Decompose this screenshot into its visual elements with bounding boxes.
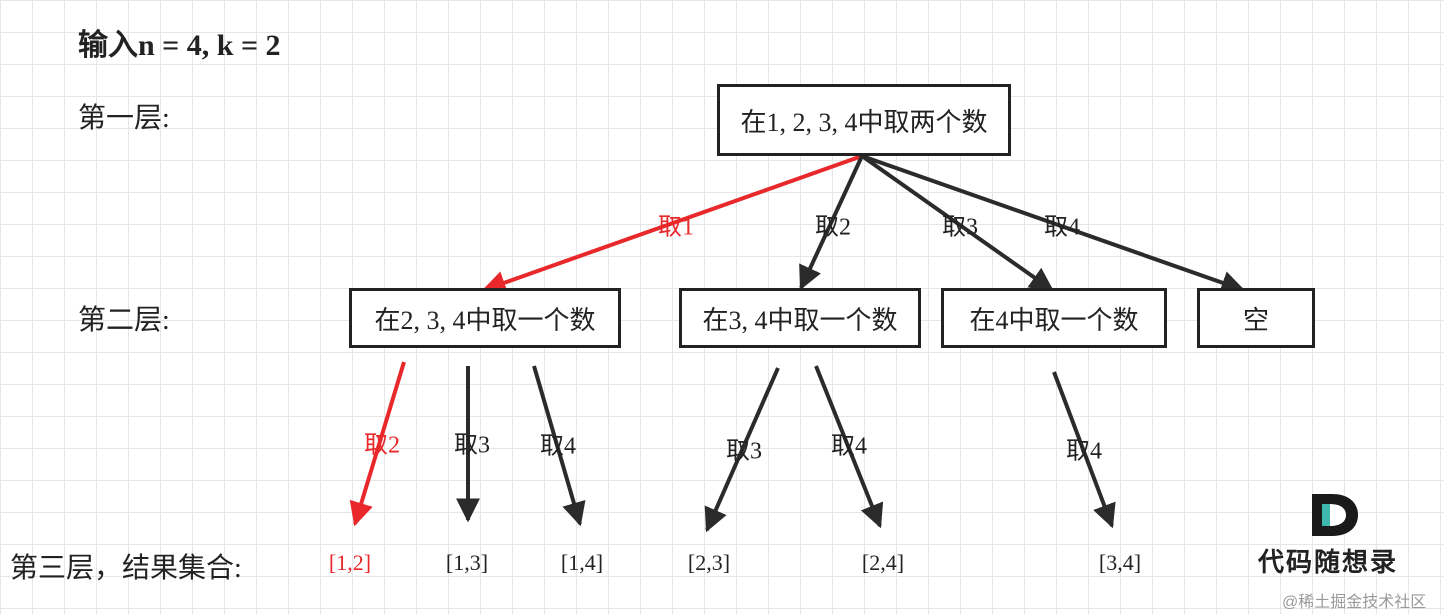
edge-label-take3: 取3 xyxy=(942,214,978,241)
layer-2-label: 第二层: xyxy=(78,305,170,336)
layer-3-label: 第三层，结果集合: xyxy=(10,553,242,584)
result-1-3: [1,3] xyxy=(445,550,489,575)
edge-root-n2 xyxy=(481,154,863,295)
logo-text: 代码随想录 xyxy=(1258,548,1399,577)
layer-1-label: 第一层: xyxy=(78,103,170,134)
edge-root-n3 xyxy=(799,155,864,291)
result-1-4: [1,4] xyxy=(560,550,604,575)
result-3-4: [3,4] xyxy=(1098,550,1142,575)
edge-n2-take2 xyxy=(349,361,406,527)
edge-label-n2-take3: 取3 xyxy=(454,432,490,459)
node-root: 在1, 2, 3, 4中取两个数 xyxy=(717,84,1011,156)
edge-label-n3-take3: 取3 xyxy=(726,438,762,465)
edge-n3-take3 xyxy=(704,367,780,533)
logo-d-icon xyxy=(1312,494,1358,536)
diagram-title: 输入n = 4, k = 2 xyxy=(78,29,281,62)
edge-n4-take4 xyxy=(1052,371,1116,529)
edge-label-n4-take4: 取4 xyxy=(1066,438,1102,465)
result-1-2: [1,2] xyxy=(328,550,372,575)
edge-root-n4 xyxy=(860,154,1054,292)
watermark: @稀土掘金技术社区 xyxy=(1282,594,1427,611)
result-2-4: [2,4] xyxy=(861,550,905,575)
edge-n3-take4 xyxy=(814,365,884,529)
node-choose-from-2-3-4: 在2, 3, 4中取一个数 xyxy=(349,288,621,348)
edge-label-take4: 取4 xyxy=(1044,214,1080,241)
edge-label-n3-take4: 取4 xyxy=(831,433,867,460)
edge-label-take1: 取1 xyxy=(658,214,694,241)
edge-label-n2-take2: 取2 xyxy=(364,432,400,459)
result-2-3: [2,3] xyxy=(687,550,731,575)
edge-label-n2-take4: 取4 xyxy=(540,433,576,460)
node-choose-from-4: 在4中取一个数 xyxy=(941,288,1167,348)
node-empty: 空 xyxy=(1197,288,1315,348)
node-choose-from-3-4: 在3, 4中取一个数 xyxy=(679,288,921,348)
edge-label-take2: 取2 xyxy=(815,214,851,241)
edge-root-empty xyxy=(861,154,1246,295)
edge-n2-take4 xyxy=(532,365,586,527)
